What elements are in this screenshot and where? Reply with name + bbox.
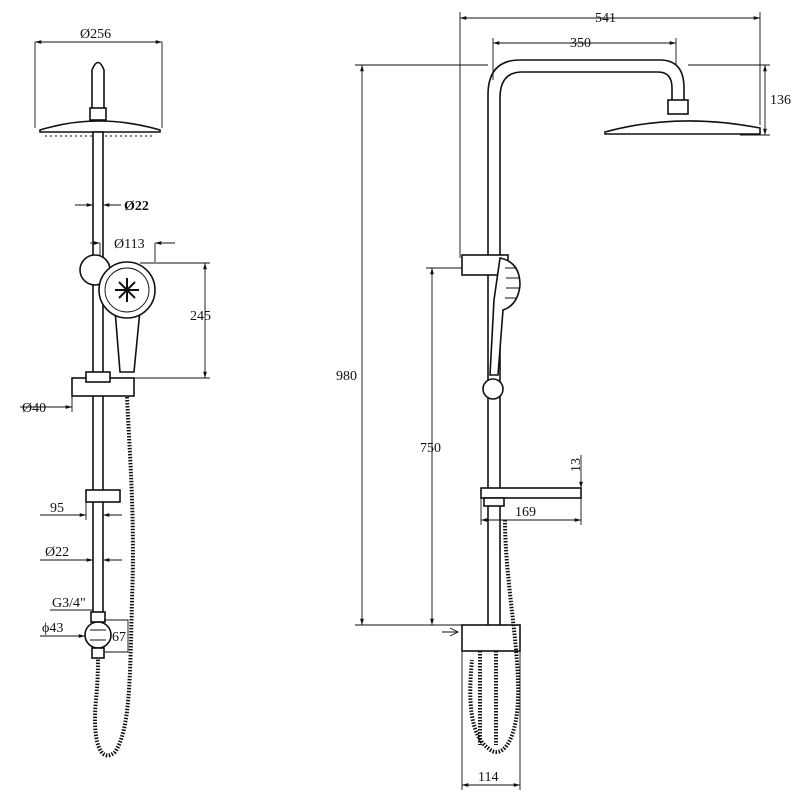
soap-tray-front <box>480 487 582 499</box>
side-view: Ø256 Ø22 Ø113 245 Ø40 95 Ø22 G3/4" <box>20 27 211 758</box>
dim-handshower-height: 245 <box>190 309 211 324</box>
dim-rail-diameter-bottom: Ø22 <box>45 545 69 560</box>
dim-diverter-diameter: ϕ43 <box>42 621 63 636</box>
hand-shower-front <box>489 257 521 376</box>
dim-slider-height: 750 <box>420 441 441 456</box>
hose-front <box>468 519 521 754</box>
shower-arm <box>487 59 685 625</box>
front-view: 541 350 136 980 750 13 169 114 <box>336 11 791 790</box>
knob <box>482 378 504 400</box>
soap-tray-side <box>85 489 121 503</box>
dim-rail-diameter-top: Ø22 <box>124 199 149 214</box>
dim-tray-offset: 95 <box>50 501 64 516</box>
dim-tray-thickness: 13 <box>569 458 584 472</box>
rain-shower-head-front <box>604 120 761 135</box>
dim-thread: G3/4" <box>52 596 86 611</box>
dim-handshower-diameter: Ø113 <box>114 237 145 252</box>
hand-shower <box>79 254 156 373</box>
dim-base-width: 114 <box>478 770 498 785</box>
dim-head-diameter: Ø256 <box>80 27 111 42</box>
mixer-body <box>461 624 521 652</box>
dim-arm-reach: 350 <box>570 36 591 51</box>
dim-head-drop: 136 <box>770 93 791 108</box>
dim-tray-depth: 169 <box>515 505 536 520</box>
dim-total-width: 541 <box>595 11 616 26</box>
diverter-valve <box>84 611 112 659</box>
dim-diverter-height: 67 <box>112 630 126 645</box>
dim-slider-diameter: Ø40 <box>22 401 46 416</box>
rain-shower-head-side <box>34 42 163 137</box>
dim-total-height: 980 <box>336 369 357 384</box>
hose-side <box>93 396 135 758</box>
